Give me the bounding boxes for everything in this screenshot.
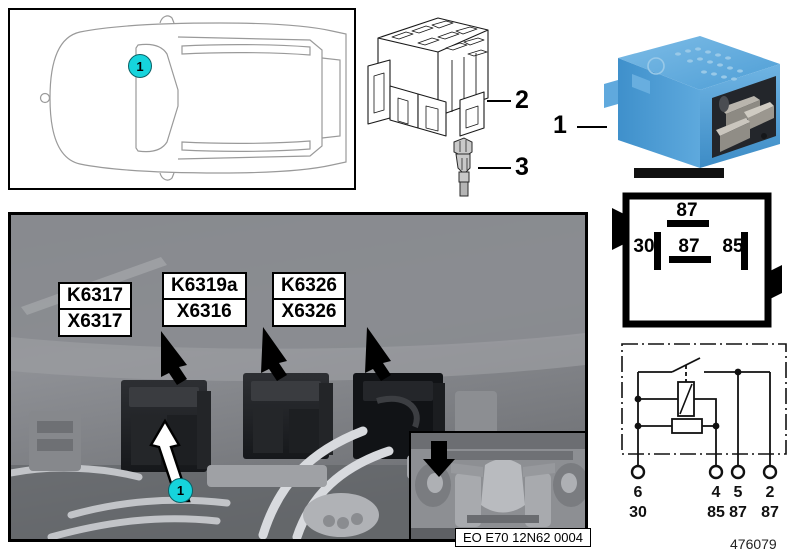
connector-code: X6317 <box>67 311 123 333</box>
callout-number-terminal-pin: 3 <box>515 153 529 181</box>
leader-line-relay <box>577 126 607 128</box>
schematic-pin-6: 6 <box>634 484 643 501</box>
inset-photo-art <box>411 433 585 539</box>
schematic-terminal-87a: 87 <box>729 504 747 520</box>
relay-photo <box>604 36 780 178</box>
relay-code: K6317 <box>60 284 130 311</box>
schematic-pin-2: 2 <box>766 484 775 501</box>
pin-label-top: 87 <box>676 200 697 221</box>
leader-line-connector <box>487 100 511 102</box>
callout-number-relay: 1 <box>553 111 567 139</box>
eo-code-label: EO E70 12N62 0004 <box>455 528 591 547</box>
relay-label-k6317: K6317 X6317 <box>58 282 132 337</box>
schematic-pin-5: 5 <box>734 484 743 501</box>
photo-location-badge: 1 <box>168 478 193 503</box>
leader-line-terminal-pin <box>478 167 511 169</box>
inset-location-arrow <box>423 441 455 477</box>
connector-code: X6326 <box>281 301 337 323</box>
callout-number-connector: 2 <box>515 86 529 114</box>
relay-circuit-schematic: 6 4 5 2 30 85 87 87 <box>621 343 787 520</box>
connector-code: X6316 <box>176 301 232 323</box>
pin-label-left: 30 <box>633 236 654 257</box>
relay-terminal-footprint-diagram: 87 30 87 85 <box>612 192 782 328</box>
document-number: 476079 <box>730 536 777 552</box>
pin-label-right: 85 <box>722 236 744 257</box>
pin-label-middle: 87 <box>678 236 699 257</box>
schematic-pin-4: 4 <box>712 484 721 501</box>
relay-code: K6326 <box>274 274 344 301</box>
engine-bay-photo-panel <box>8 212 588 542</box>
schematic-terminal-85: 85 <box>707 504 725 520</box>
vehicle-diagram-panel: 1 <box>8 8 356 190</box>
relay-code: K6319a <box>164 274 245 301</box>
vehicle-location-badge: 1 <box>128 54 152 78</box>
schematic-terminal-87b: 87 <box>761 504 779 520</box>
relay-label-k6319a: K6319a X6316 <box>162 272 247 327</box>
schematic-terminal-30: 30 <box>629 504 647 520</box>
connector-parts-drawing <box>367 17 489 197</box>
engine-bay-overview-inset <box>409 431 585 539</box>
vehicle-top-view-drawing <box>39 15 347 181</box>
relay-label-k6326: K6326 X6326 <box>272 272 346 327</box>
